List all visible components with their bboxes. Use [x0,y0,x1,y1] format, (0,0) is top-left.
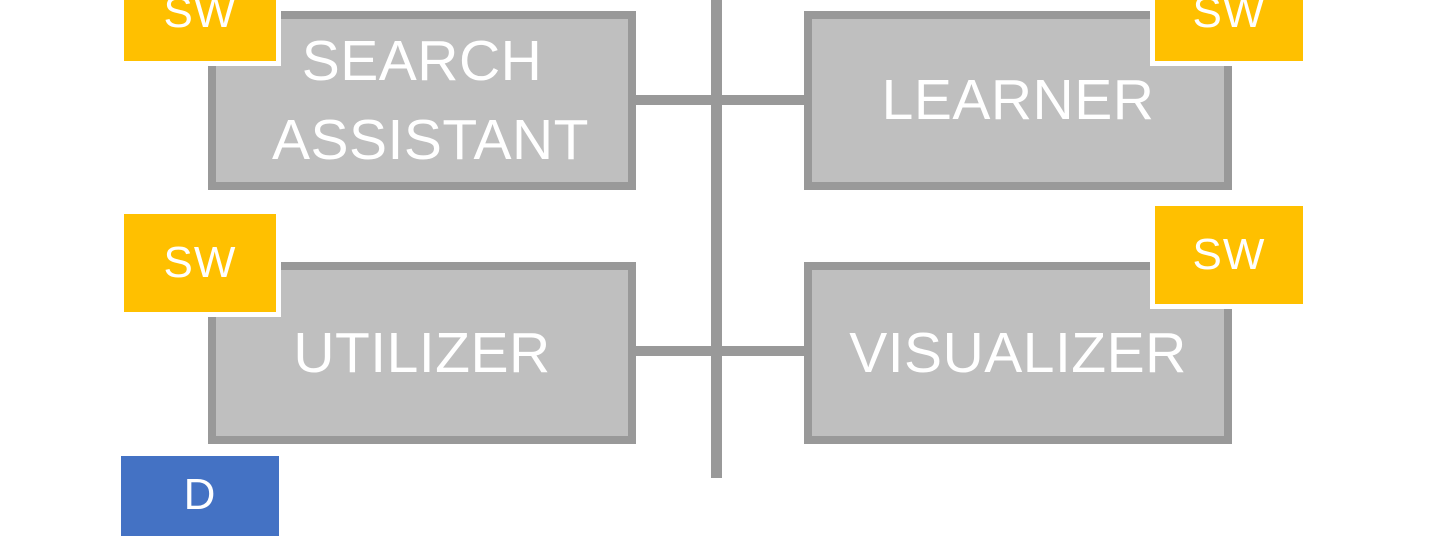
sw-tag: SW [119,0,281,66]
partial-blue-tag: D [121,456,279,536]
module-label: LEARNER [881,68,1155,133]
module-label: VISUALIZER [849,320,1187,385]
connector-search-assistant-learner [630,95,810,105]
connector-utilizer-visualizer [630,346,810,356]
sw-tag: SW [1150,0,1308,66]
sw-tag-label: SW [163,0,237,37]
sw-tag: SW [1150,201,1308,309]
partial-blue-tag-label: D [183,470,217,519]
sw-tag-label: SW [1192,0,1266,37]
module-label: SEARCH ASSISTANT [272,28,589,172]
sw-tag: SW [119,209,281,317]
module-label: UTILIZER [293,320,551,385]
module-search-assistant: SEARCH ASSISTANT [208,11,636,190]
module-utilizer: UTILIZER [208,262,636,444]
central-bus-line [711,0,722,478]
sw-tag-label: SW [1192,230,1266,279]
sw-tag-label: SW [163,238,237,287]
